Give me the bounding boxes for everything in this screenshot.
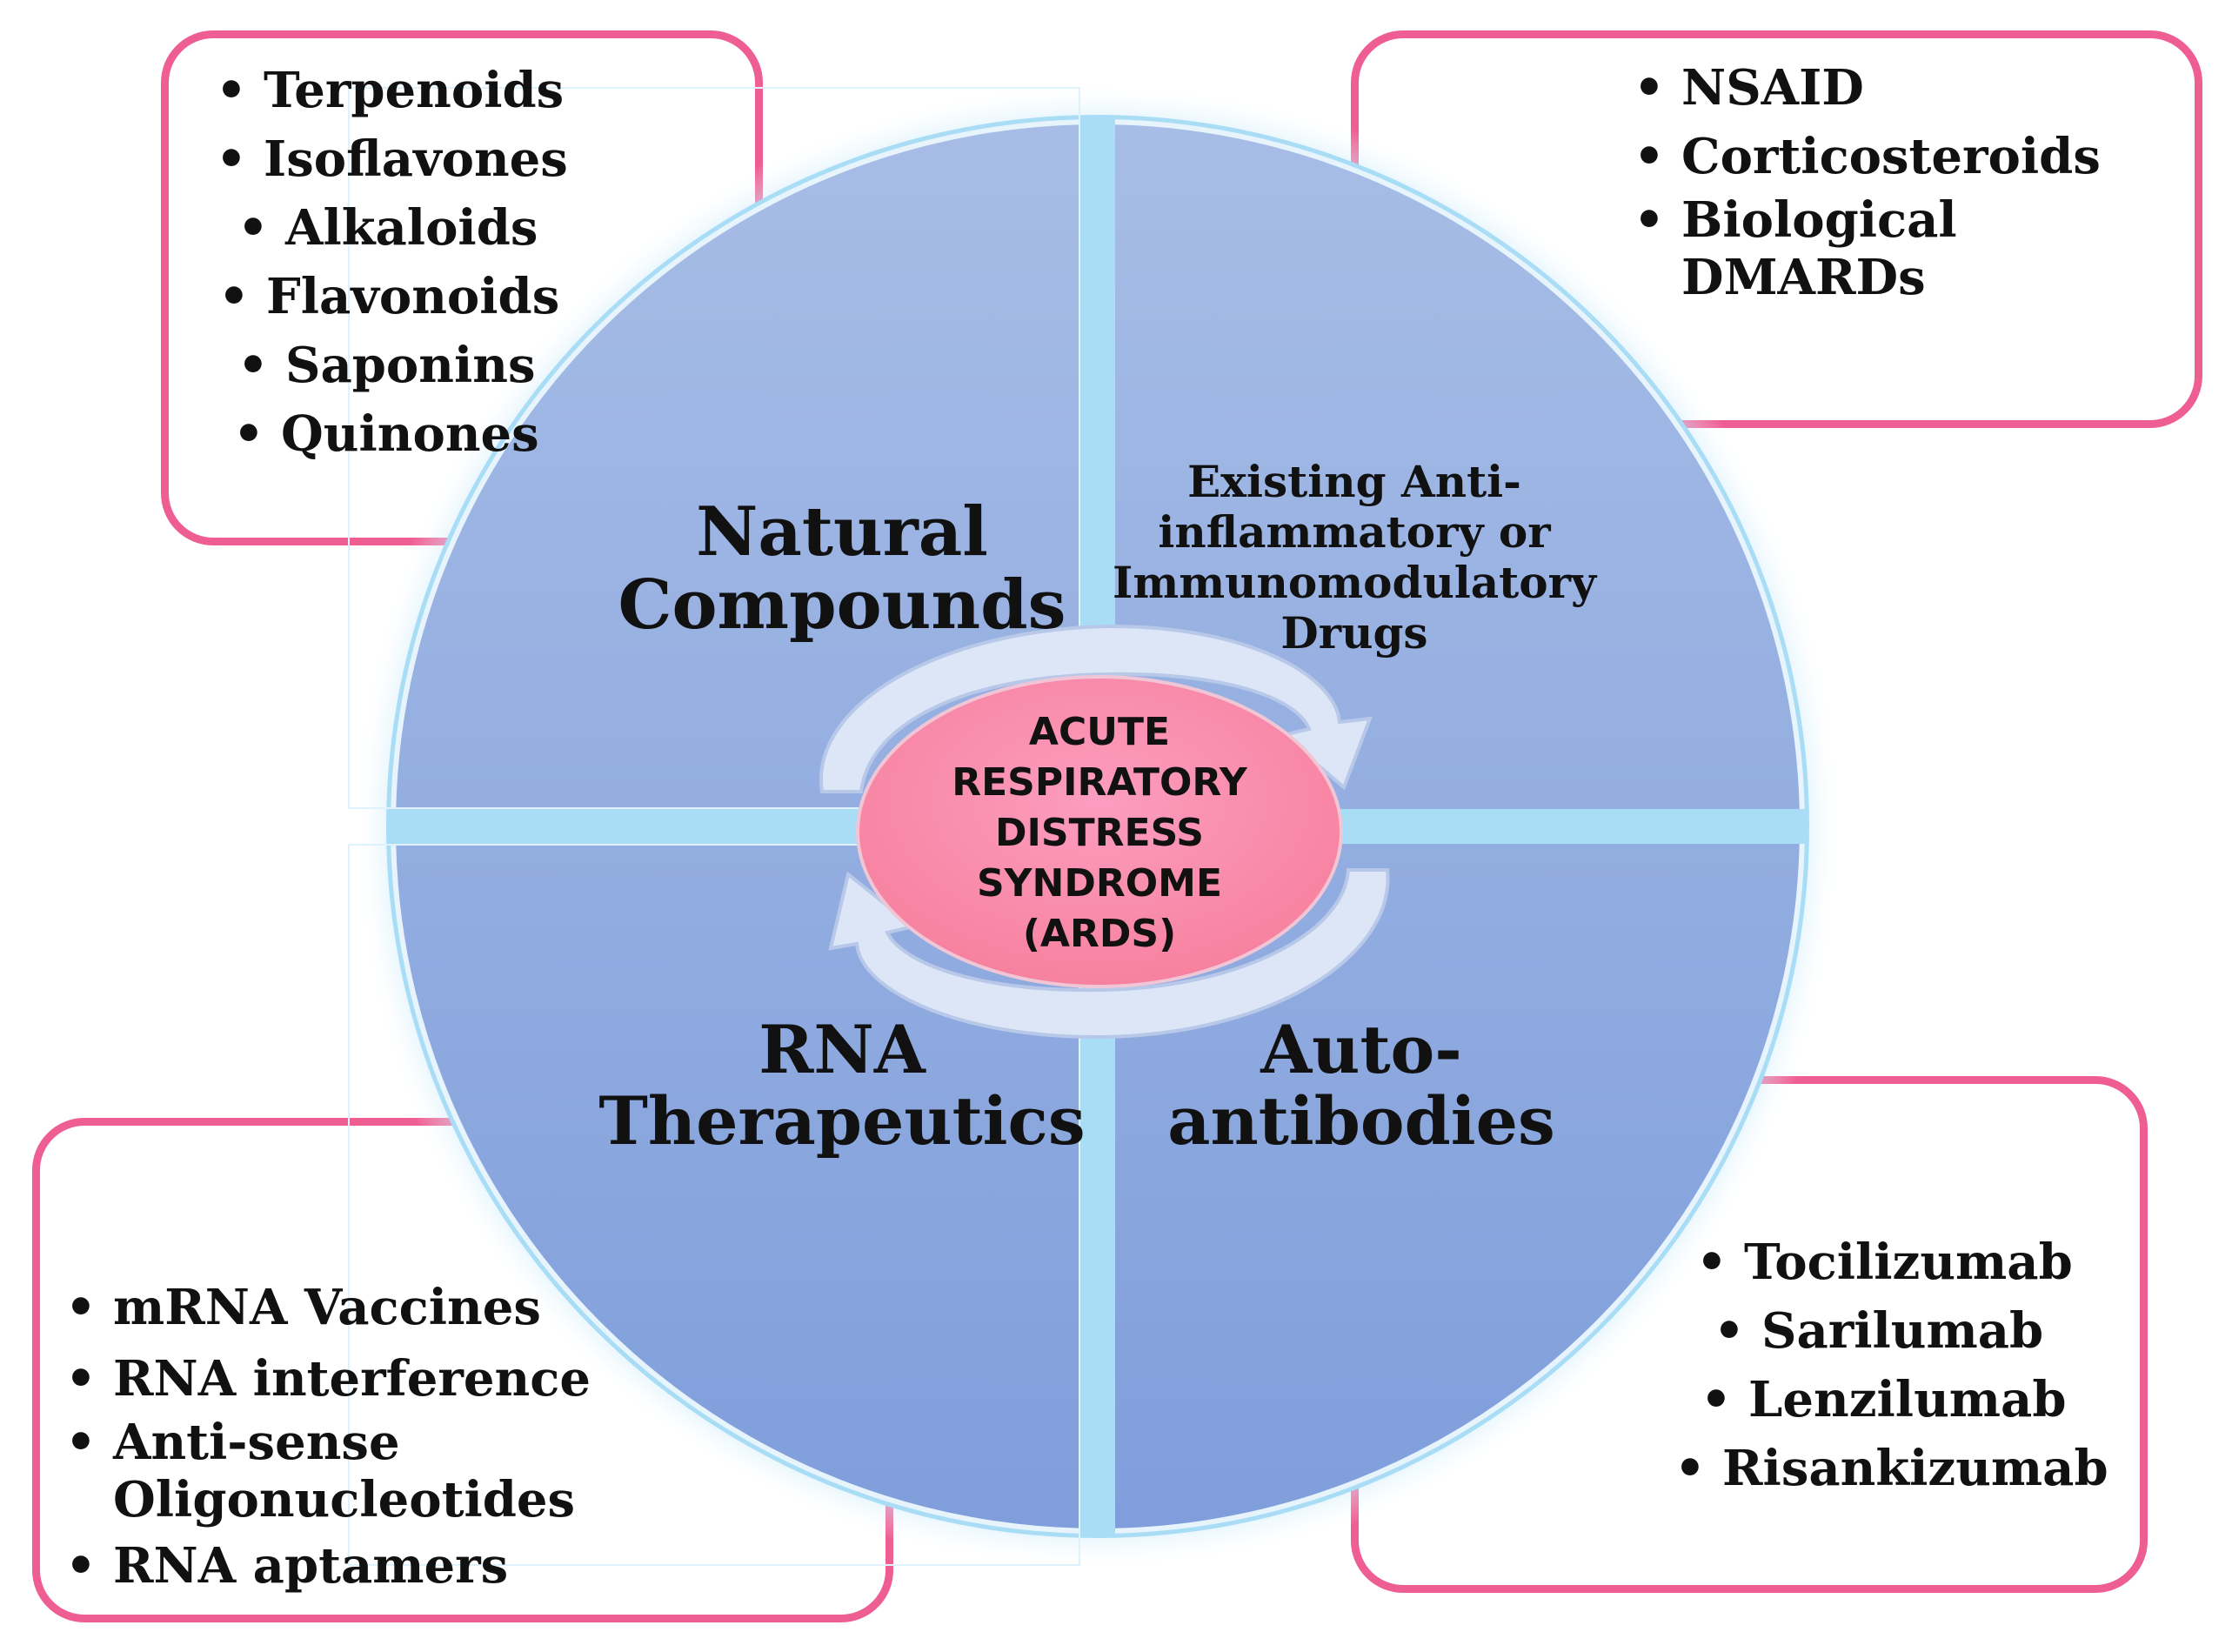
ards-line-1: ACUTE [1029, 710, 1170, 754]
drugs-title-line-3: Immunomodulatory [1113, 557, 1598, 608]
quadrant-natural [391, 119, 1080, 809]
drugs-list: NSAID Corticosteroids Biological DMARDs [1634, 54, 2121, 306]
list-item: Anti-sense Oligonucleotides [65, 1414, 575, 1528]
list-item: mRNA Vaccines [65, 1272, 552, 1344]
natural-title-line-1: Natural [696, 492, 988, 572]
ards-line-5: (ARDS) [1023, 912, 1176, 956]
list-item: Corticosteroids [1634, 123, 2121, 191]
list-item: Sarilumab [1714, 1297, 2108, 1366]
drugs-title-line-2: inflammatory or [1158, 506, 1551, 558]
auto-title-line-2: antibodies [1167, 1082, 1554, 1160]
drugs-title-line-4: Drugs [1280, 607, 1427, 659]
list-item: NSAID [1634, 54, 2121, 123]
list-item: Quinones [233, 400, 568, 469]
list-item: Alkaloids [237, 194, 568, 263]
autoantibodies-list: Tocilizumab Sarilumab Lenzilumab Risanki… [1674, 1228, 2108, 1503]
ards-line-4: SYNDROME [977, 861, 1222, 906]
rna-therapeutics-list: mRNA Vaccines RNA interference Anti-sens… [65, 1272, 591, 1603]
list-item: Flavonoids [218, 263, 568, 331]
drugs-title-line-1: Existing Anti- [1187, 456, 1521, 507]
list-item: Saponins [237, 331, 568, 400]
cycle-arrow-top [819, 624, 1373, 793]
auto-title-line-1: Auto- [1260, 1011, 1462, 1088]
list-item: Tocilizumab [1696, 1228, 2108, 1297]
quadrant-rna [391, 844, 1080, 1534]
rna-title-line-1: RNA [758, 1011, 926, 1088]
ards-center [856, 675, 1343, 988]
rna-title-line-2: Therapeutics [598, 1082, 1085, 1160]
cycle-arrow-bottom [828, 868, 1390, 1040]
list-item: RNA aptamers [65, 1528, 552, 1603]
list-item: Risankizumab [1674, 1435, 2108, 1503]
natural-title-line-2: Compounds [618, 565, 1066, 645]
quadrant-auto [1115, 844, 1805, 1534]
list-item: Terpenoids [216, 57, 568, 125]
quadrant-drugs [1115, 119, 1805, 809]
list-item: Lenzilumab [1701, 1366, 2108, 1435]
ards-line-3: DISTRESS [995, 811, 1204, 855]
list-item: RNA interference [65, 1344, 591, 1414]
list-item: Biological DMARDs [1634, 191, 1968, 306]
list-item: Isoflavones [216, 125, 568, 194]
ards-line-2: RESPIRATORY [952, 760, 1248, 805]
natural-compounds-list: Terpenoids Isoflavones Alkaloids Flavono… [216, 57, 568, 469]
